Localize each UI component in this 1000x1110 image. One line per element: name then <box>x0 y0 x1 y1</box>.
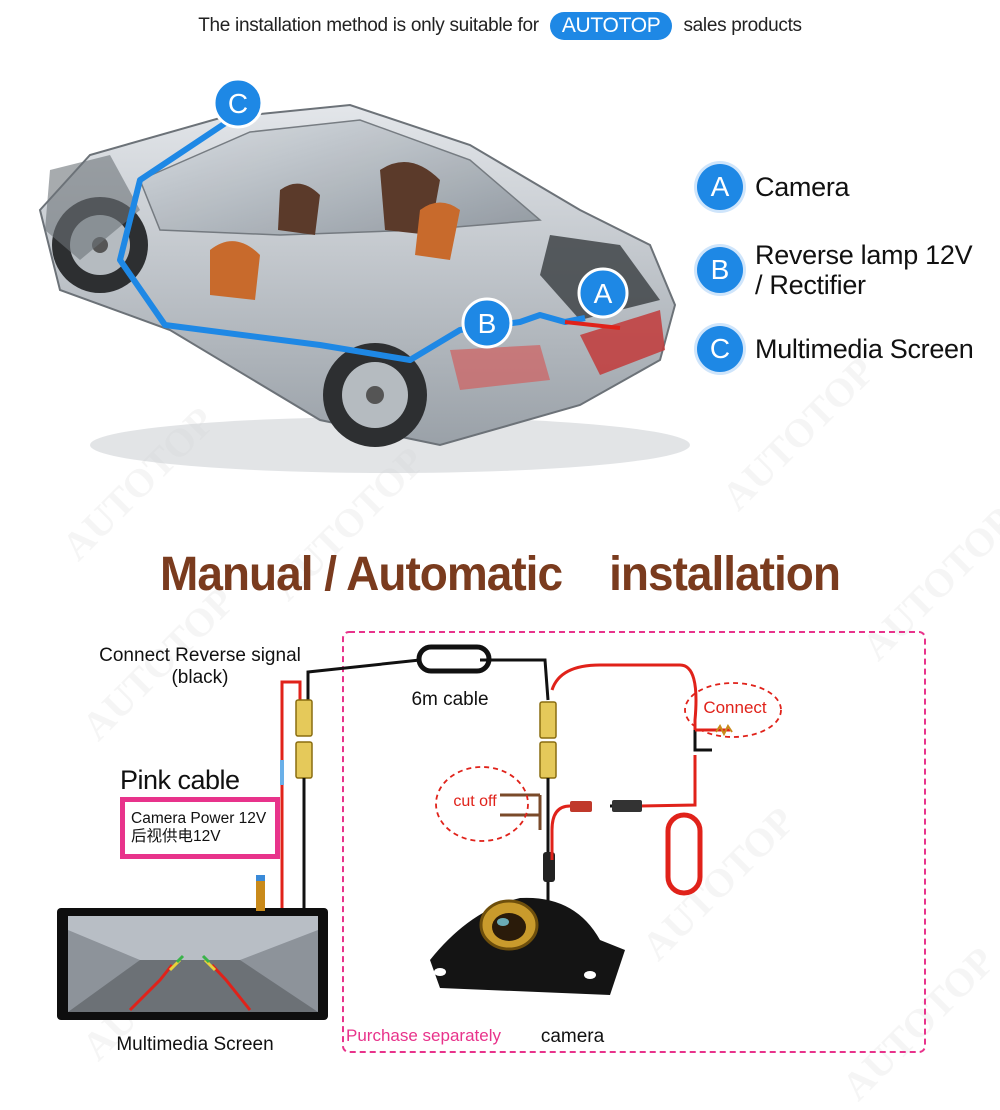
camera-body <box>430 897 625 995</box>
car-label-c <box>212 77 264 129</box>
legend-text-camera: Camera <box>755 172 850 202</box>
legend-item-camera: A Camera <box>697 164 850 210</box>
reverse-signal-label: Connect Reverse signal (black) <box>70 645 330 689</box>
reverse-signal-line1: Connect Reverse signal <box>99 645 301 666</box>
cut-off-label: cut off <box>453 793 497 810</box>
camera-label: camera <box>540 1026 605 1047</box>
rca-connector-right-bottom <box>539 741 557 779</box>
legend-badge-c: C <box>697 326 743 372</box>
camera-power-cn: 后视供电12V <box>131 828 221 845</box>
legend-text-reverse-lamp-line1: Reverse lamp 12V <box>755 240 973 270</box>
screen-label: Multimedia Screen <box>116 1034 274 1055</box>
rca-connector-right-top <box>539 701 557 739</box>
car-label-b-text: B <box>478 308 497 339</box>
legend-item-multimedia-screen: C Multimedia Screen <box>697 326 974 372</box>
purchase-separately-frame <box>342 631 926 1053</box>
diagram-title-left: Manual / Automatic <box>160 545 563 601</box>
car-label-a <box>577 267 629 319</box>
camera-power-box: Camera Power 12V 后视供电12V <box>120 797 280 859</box>
watermark: AUTOTOP <box>712 347 884 519</box>
connect-marker <box>684 682 782 738</box>
cut-off-marker <box>435 766 529 842</box>
rca-connector-left-bottom <box>295 741 313 779</box>
cable-loop <box>416 644 492 674</box>
brand-badge: AUTOTOP <box>549 12 673 40</box>
car-label-c-text: C <box>228 88 248 119</box>
legend-text-reverse-lamp-line2: / Rectifier <box>755 270 866 300</box>
note-before: The installation method is only suitable… <box>198 15 539 37</box>
car-label-a-text: A <box>594 278 613 309</box>
legend-item-reverse-lamp: B Reverse lamp 12V / Rectifier <box>697 240 973 300</box>
installation-note: The installation method is only suitable… <box>0 12 1000 40</box>
cable-length-label: 6m cable <box>411 689 489 710</box>
legend-text-reverse-lamp: Reverse lamp 12V / Rectifier <box>755 240 973 300</box>
legend-badge-b: B <box>697 247 743 293</box>
pink-cable-label: Pink cable <box>120 765 240 795</box>
diagram-title: Manual / Automatic installation <box>0 545 1000 602</box>
legend-text-multimedia-screen: Multimedia Screen <box>755 334 974 364</box>
car-label-b <box>461 297 513 349</box>
camera-power-en: Camera Power 12V <box>131 810 267 827</box>
connect-label: Connect <box>703 698 767 717</box>
car-illustration: C B A <box>38 77 690 473</box>
wiring-diagram <box>57 631 926 1053</box>
diagram-title-right: installation <box>609 545 841 601</box>
rca-connector-left-top <box>295 699 313 737</box>
purchase-separately-label: Purchase separately <box>346 1026 501 1045</box>
note-after: sales products <box>683 15 802 37</box>
legend-badge-a: A <box>697 164 743 210</box>
reverse-signal-line2: (black) <box>171 667 229 688</box>
